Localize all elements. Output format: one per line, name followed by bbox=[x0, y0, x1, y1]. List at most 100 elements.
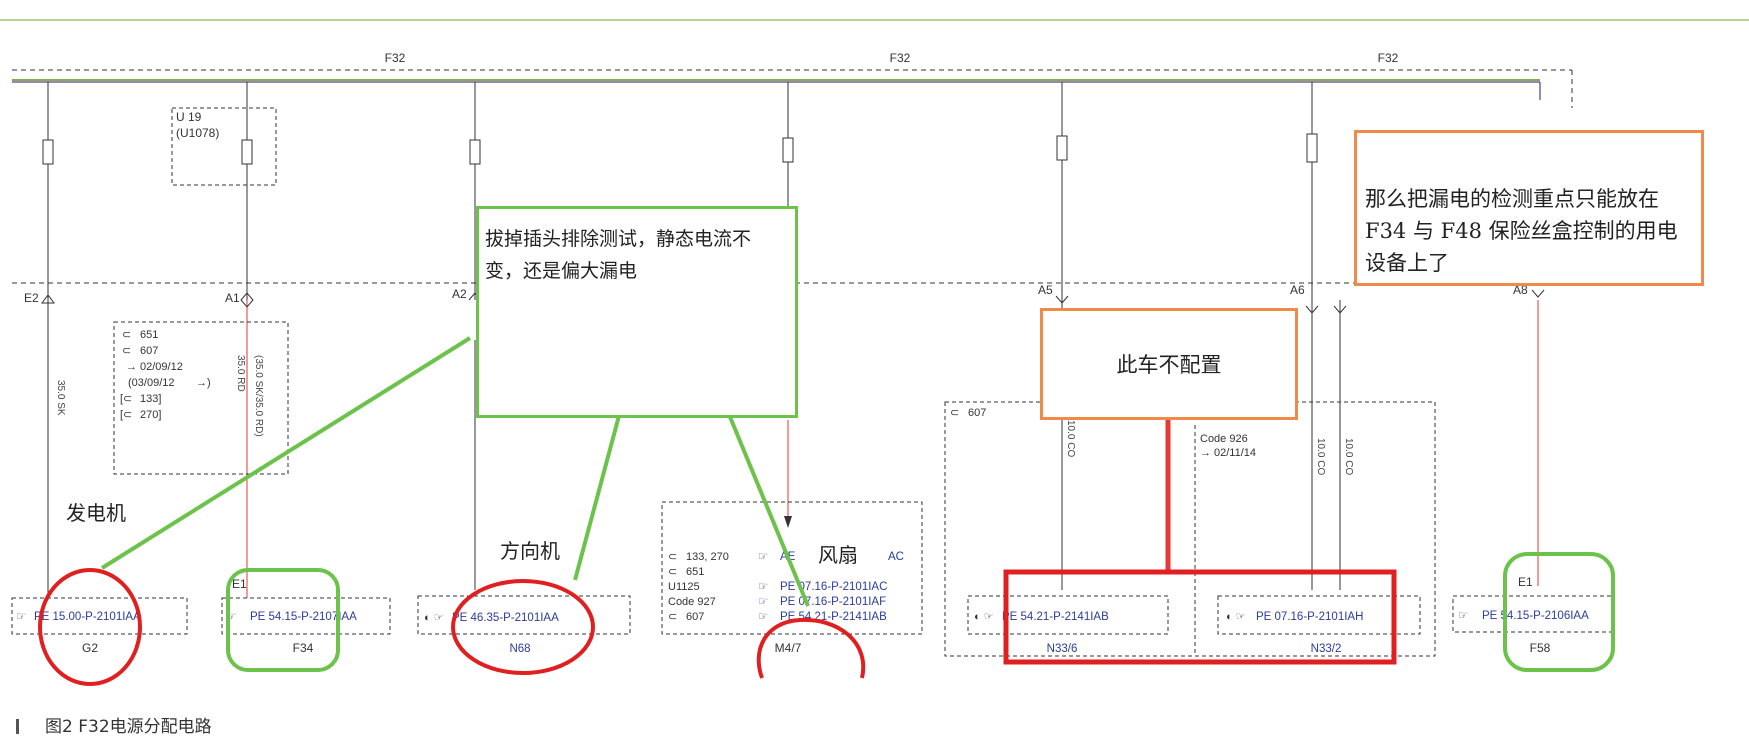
svg-text:PE 54.15-P-2106IAA: PE 54.15-P-2106IAA bbox=[1482, 610, 1589, 622]
svg-text:☞: ☞ bbox=[16, 611, 26, 623]
bus-label: F32 bbox=[890, 51, 911, 65]
steering-label: 方向机 bbox=[500, 539, 560, 563]
svg-text:270]: 270] bbox=[140, 409, 161, 421]
svg-text:→: → bbox=[126, 361, 137, 373]
fan-label: 风扇 bbox=[818, 543, 858, 567]
svg-text:10.0 CO: 10.0 CO bbox=[1315, 438, 1326, 475]
svg-text:PE 07.16-P-2101IAF: PE 07.16-P-2101IAF bbox=[780, 596, 886, 608]
svg-text:N33/2: N33/2 bbox=[1311, 643, 1342, 655]
fuses bbox=[42, 133, 1318, 165]
svg-text:651: 651 bbox=[140, 329, 158, 341]
component-f34: ☞ PE 54.15-P-2107IAA F34 bbox=[221, 597, 391, 655]
svg-text:M4/7: M4/7 bbox=[775, 641, 802, 655]
svg-text:☞: ☞ bbox=[758, 596, 768, 608]
svg-text:35.0 SK: 35.0 SK bbox=[55, 380, 66, 416]
svg-text:651: 651 bbox=[686, 566, 704, 578]
svg-text:⊂: ⊂ bbox=[122, 329, 131, 341]
component-n33-6: ◐ ☞ PE 54.21-P-2141IAB N33/6 bbox=[967, 595, 1169, 655]
component-g2: ☞ PE 15.00-P-2101IAA G2 bbox=[11, 597, 188, 655]
svg-text:A2: A2 bbox=[452, 287, 467, 301]
wire-labels: 35.0 SK 35.0 RD (35.0 SK/35.0 RD) 10.0 C… bbox=[55, 355, 1354, 475]
svg-text:PE 07.16-P-2101IAC: PE 07.16-P-2101IAC bbox=[780, 581, 887, 593]
svg-text:35.0 RD: 35.0 RD bbox=[235, 355, 246, 392]
svg-text:PE 46.35-P-2101IAA: PE 46.35-P-2101IAA bbox=[452, 612, 559, 624]
caption-text: 图2 F32电源分配电路 bbox=[45, 717, 212, 737]
red-circle-marks bbox=[38, 568, 866, 686]
svg-text:607: 607 bbox=[686, 611, 704, 623]
test-note-box: 拔掉插头排除测试，静态电流不变，还是偏大漏电 bbox=[476, 206, 798, 418]
svg-text:E1: E1 bbox=[232, 577, 247, 591]
svg-text:☞: ☞ bbox=[758, 581, 768, 593]
svg-text:(35.0 SK/35.0 RD): (35.0 SK/35.0 RD) bbox=[253, 355, 264, 437]
component-m47: M4/7 bbox=[775, 641, 802, 655]
svg-text:→: → bbox=[1200, 447, 1211, 459]
bus-label: F32 bbox=[1378, 51, 1399, 65]
caption-bar bbox=[16, 719, 19, 734]
figure-caption: 图2 F32电源分配电路 bbox=[16, 712, 212, 737]
svg-text:02/11/14: 02/11/14 bbox=[1214, 447, 1256, 459]
svg-text:F34: F34 bbox=[293, 641, 314, 655]
svg-text:Code 926: Code 926 bbox=[1200, 433, 1248, 445]
svg-text:A6: A6 bbox=[1290, 283, 1305, 297]
component-f58: ☞ PE 54.15-P-2106IAA F58 bbox=[1452, 595, 1614, 655]
svg-text:A5: A5 bbox=[1038, 283, 1053, 297]
svg-text:133, 270: 133, 270 bbox=[686, 551, 729, 563]
svg-text:E2: E2 bbox=[24, 291, 39, 305]
generator-label: 发电机 bbox=[66, 501, 126, 525]
svg-text:U1125: U1125 bbox=[668, 581, 700, 593]
svg-text:☞: ☞ bbox=[758, 551, 768, 563]
red-wires bbox=[246, 300, 1539, 598]
not-equipped-box: 此车不配置 bbox=[1040, 308, 1298, 420]
svg-text:◐ ☞: ◐ ☞ bbox=[424, 612, 444, 624]
codes-box-mid: ⊂ 133, 270 ⊂ 651 U1125 Code 927 ⊂ 607 ☞ … bbox=[661, 501, 923, 635]
codes-box-right: ⊂ 607 Code 926 → 02/11/14 bbox=[944, 401, 1436, 657]
connector-labels: E2 A1 A2 A5 A6 A8 E1 E1 bbox=[24, 283, 1533, 591]
svg-text:☞: ☞ bbox=[758, 611, 768, 623]
svg-text:PE 07.16-P-2101IAH: PE 07.16-P-2101IAH bbox=[1256, 611, 1363, 623]
svg-text:607: 607 bbox=[968, 407, 986, 419]
svg-text:☞: ☞ bbox=[1458, 610, 1468, 622]
not-equipped-text: 此车不配置 bbox=[1116, 353, 1222, 377]
bus-label: F32 bbox=[385, 51, 406, 65]
svg-text:E1: E1 bbox=[1518, 575, 1533, 589]
svg-text:G2: G2 bbox=[82, 641, 98, 655]
svg-text:10.0 CO: 10.0 CO bbox=[1343, 438, 1354, 475]
svg-text:A8: A8 bbox=[1513, 283, 1528, 297]
test-note-text: 拔掉插头排除测试，静态电流不变，还是偏大漏电 bbox=[485, 228, 752, 282]
component-n68: ◐ ☞ PE 46.35-P-2101IAA N68 bbox=[417, 595, 631, 655]
not-equipped-marks bbox=[1003, 418, 1397, 665]
svg-text:607: 607 bbox=[140, 345, 158, 357]
svg-text:→): →) bbox=[196, 377, 211, 389]
svg-text:⊂: ⊂ bbox=[668, 611, 677, 623]
svg-text:⊂: ⊂ bbox=[668, 566, 677, 578]
svg-text:AC: AC bbox=[888, 551, 904, 563]
focus-note-box: 那么把漏电的检测重点只能放在 F34 与 F48 保险丝盒控制的用电设备上了 bbox=[1354, 130, 1704, 286]
svg-text:[⊂: [⊂ bbox=[120, 393, 132, 405]
svg-text:⊂: ⊂ bbox=[668, 551, 677, 563]
svg-text:(03/09/12: (03/09/12 bbox=[128, 377, 174, 389]
svg-text:(U1078): (U1078) bbox=[176, 126, 219, 140]
svg-text:PE 54.15-P-2107IAA: PE 54.15-P-2107IAA bbox=[250, 611, 357, 623]
svg-text:⊂: ⊂ bbox=[122, 345, 131, 357]
svg-text:☞: ☞ bbox=[226, 611, 236, 623]
green-marks bbox=[100, 336, 1615, 672]
svg-text:PE 54.21-P-2141IAB: PE 54.21-P-2141IAB bbox=[1002, 611, 1109, 623]
svg-text:◐ ☞: ◐ ☞ bbox=[1226, 611, 1246, 623]
svg-text:A1: A1 bbox=[225, 291, 240, 305]
svg-text:N33/6: N33/6 bbox=[1047, 643, 1078, 655]
svg-text:10.0 CO: 10.0 CO bbox=[1065, 420, 1076, 457]
svg-text:◐ ☞: ◐ ☞ bbox=[974, 611, 994, 623]
u19-block: U 19 (U1078) bbox=[171, 107, 277, 186]
focus-note-text: 那么把漏电的检测重点只能放在 F34 与 F48 保险丝盒控制的用电设备上了 bbox=[1365, 187, 1678, 275]
svg-text:02/09/12: 02/09/12 bbox=[140, 361, 183, 373]
svg-text:U 19: U 19 bbox=[176, 110, 202, 124]
f32-bus: F32 F32 F32 bbox=[12, 51, 1573, 108]
svg-text:[⊂: [⊂ bbox=[120, 409, 132, 421]
connector-symbols bbox=[41, 289, 1545, 314]
codes-box-left: ⊂ 651 ⊂ 607 → 02/09/12 (03/09/12→) [⊂ 13… bbox=[113, 321, 289, 475]
svg-text:F58: F58 bbox=[1530, 641, 1551, 655]
wires bbox=[47, 82, 1341, 600]
svg-text:N68: N68 bbox=[509, 643, 530, 655]
component-n33-2: ◐ ☞ PE 07.16-P-2101IAH N33/2 bbox=[1217, 595, 1421, 655]
